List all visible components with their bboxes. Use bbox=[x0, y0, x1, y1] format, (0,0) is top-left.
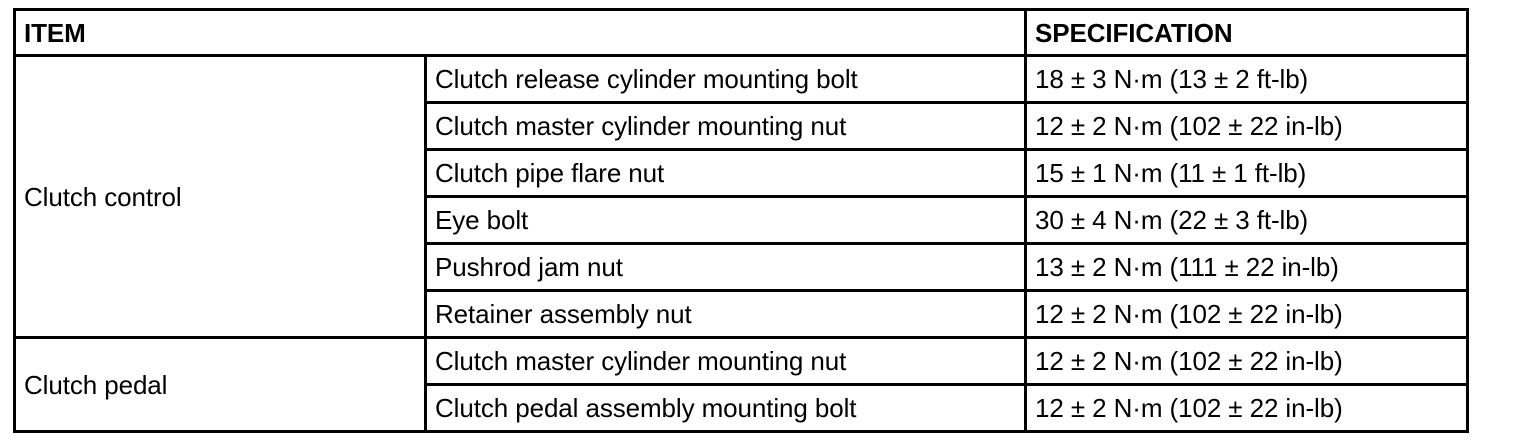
spec-cell: 13 ± 2 N·m (111 ± 22 in-lb) bbox=[1024, 242, 1469, 292]
item-cell: Clutch master cylinder mounting nut bbox=[424, 101, 1027, 151]
spec-cell: 30 ± 4 N·m (22 ± 3 ft-lb) bbox=[1024, 195, 1469, 245]
table-header: ITEM SPECIFICATION bbox=[13, 8, 1469, 57]
column-header-specification: SPECIFICATION bbox=[1024, 8, 1469, 57]
item-cell: Clutch pedal assembly mounting bolt bbox=[424, 383, 1027, 433]
item-cell: Clutch master cylinder mounting nut bbox=[424, 336, 1027, 386]
item-cell: Clutch pipe flare nut bbox=[424, 148, 1027, 198]
spec-cell: 12 ± 2 N·m (102 ± 22 in-lb) bbox=[1024, 336, 1469, 386]
spec-cell: 15 ± 1 N·m (11 ± 1 ft-lb) bbox=[1024, 148, 1469, 198]
spec-cell: 12 ± 2 N·m (102 ± 22 in-lb) bbox=[1024, 289, 1469, 339]
group-label-clutch-control: Clutch control bbox=[13, 54, 427, 339]
spec-cell: 12 ± 2 N·m (102 ± 22 in-lb) bbox=[1024, 383, 1469, 433]
table-row: Pushrod jam nut 13 ± 2 N·m (111 ± 22 in-… bbox=[15, 242, 1469, 292]
spec-cell: 12 ± 2 N·m (102 ± 22 in-lb) bbox=[1024, 101, 1469, 151]
table-body: Clutch control Clutch release cylinder m… bbox=[13, 54, 1469, 433]
table-row: Clutch control Clutch release cylinder m… bbox=[13, 54, 1469, 339]
torque-specification-table: ITEM SPECIFICATION Clutch control Clutch… bbox=[13, 8, 1469, 433]
spec-cell: 18 ± 3 N·m (13 ± 2 ft-lb) bbox=[1024, 54, 1469, 104]
table-row: Clutch pedal assembly mounting bolt 12 ±… bbox=[15, 383, 1469, 433]
table-row: Eye bolt 30 ± 4 N·m (22 ± 3 ft-lb) bbox=[15, 195, 1469, 245]
item-cell: Eye bolt bbox=[424, 195, 1027, 245]
column-header-item: ITEM bbox=[13, 8, 1027, 57]
item-cell: Retainer assembly nut bbox=[424, 289, 1027, 339]
header-row: ITEM SPECIFICATION bbox=[13, 8, 1469, 57]
table-row: Retainer assembly nut 12 ± 2 N·m (102 ± … bbox=[15, 289, 1469, 339]
group-label-clutch-pedal: Clutch pedal bbox=[13, 336, 427, 433]
table-row: Clutch pipe flare nut 15 ± 1 N·m (11 ± 1… bbox=[15, 148, 1469, 198]
table-row: Clutch pedal Clutch master cylinder moun… bbox=[13, 336, 1469, 433]
table-row: Clutch master cylinder mounting nut 12 ±… bbox=[15, 101, 1469, 151]
item-cell: Clutch release cylinder mounting bolt bbox=[424, 54, 1027, 104]
item-cell: Pushrod jam nut bbox=[424, 242, 1027, 292]
